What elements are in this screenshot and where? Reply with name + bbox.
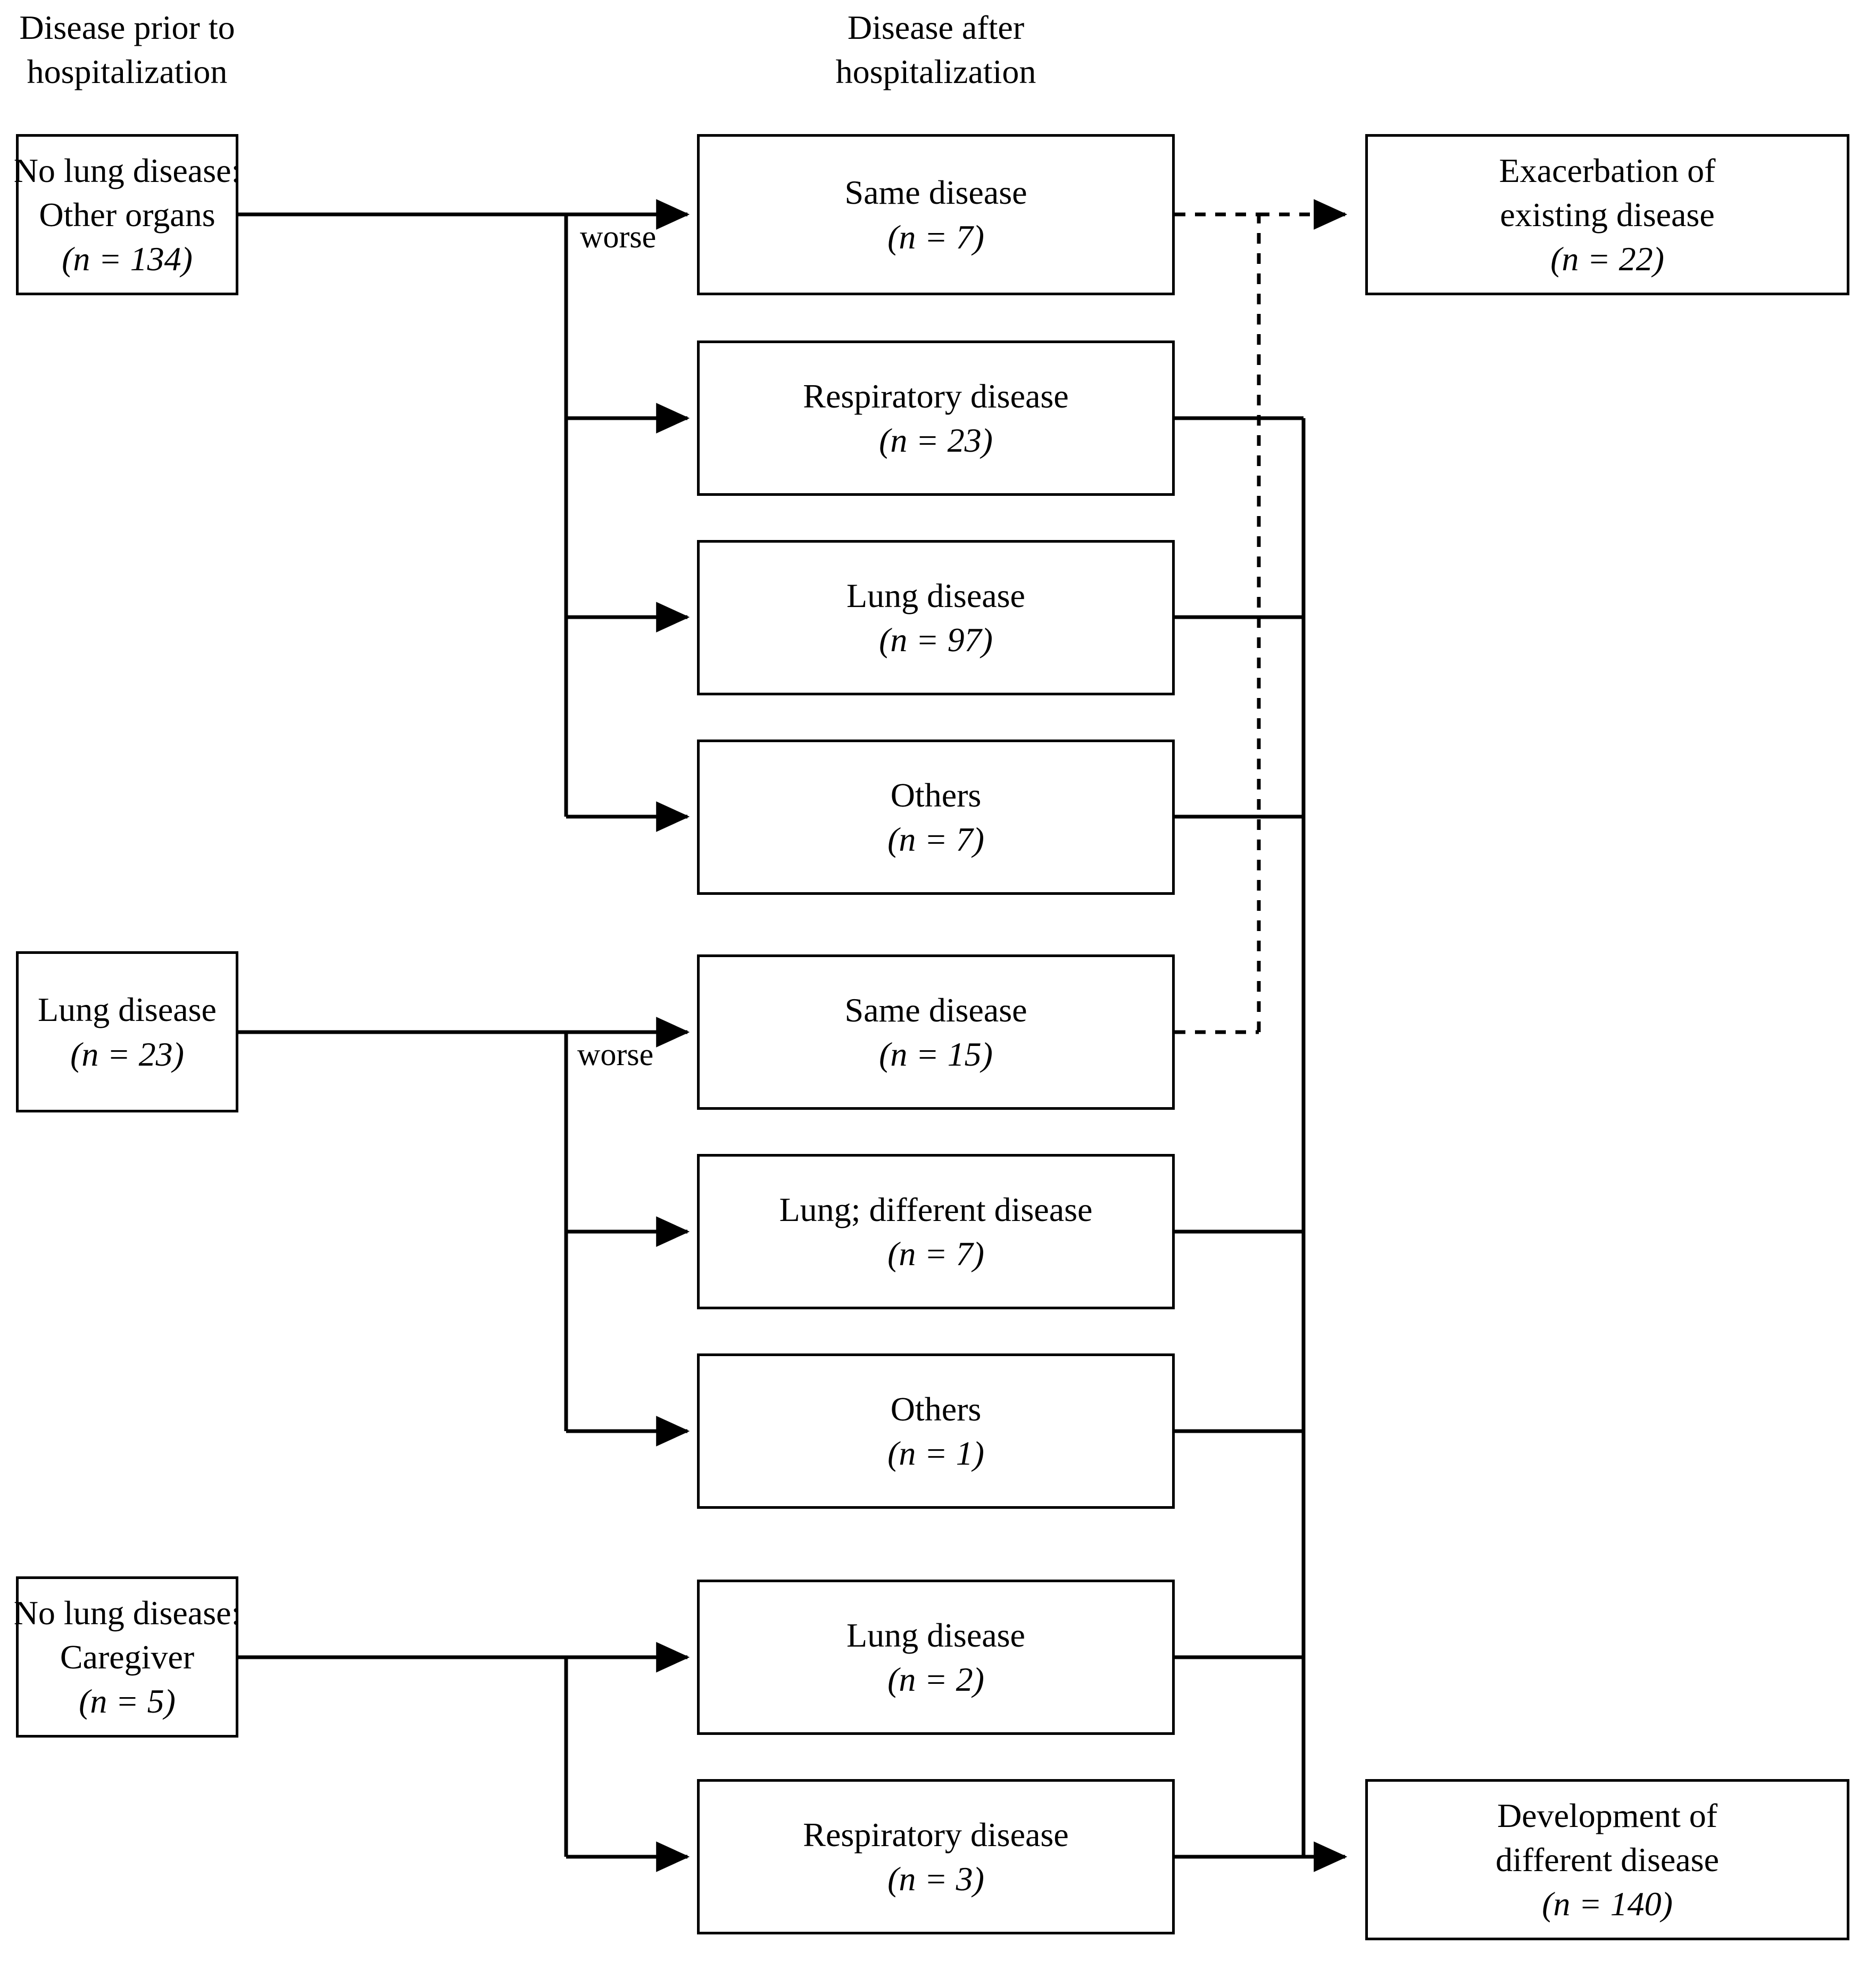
node-line-1: Others	[890, 776, 982, 814]
node-line-2: existing disease	[1500, 195, 1715, 234]
node-line-1: Lung; different disease	[779, 1190, 1093, 1228]
node-prior-other-organs[interactable]: No lung disease: Other organs (n = 134)	[13, 134, 241, 295]
edge-label-worse-mid: worse	[577, 1037, 654, 1072]
node-line-2: Other organs	[39, 195, 215, 234]
column-header-prior: Disease prior to hospitalization	[19, 9, 235, 91]
node-prior-lung-disease[interactable]: Lung disease (n = 23)	[16, 951, 238, 1112]
node-line-2: (n = 7)	[887, 1235, 984, 1273]
node-after-respiratory-disease-23[interactable]: Respiratory disease (n = 23)	[697, 340, 1175, 496]
node-after-lung-different-disease-7[interactable]: Lung; different disease (n = 7)	[697, 1154, 1175, 1309]
node-outcome-exacerbation[interactable]: Exacerbation of existing disease (n = 22…	[1365, 134, 1849, 295]
node-after-lung-disease-97[interactable]: Lung disease (n = 97)	[697, 540, 1175, 695]
node-after-same-disease-15[interactable]: Same disease (n = 15)	[697, 954, 1175, 1110]
node-line-1: No lung disease:	[13, 151, 241, 189]
node-line-1: Same disease	[844, 991, 1027, 1029]
node-line-1: Others	[890, 1390, 982, 1428]
node-line-2: (n = 1)	[887, 1434, 984, 1472]
node-after-others-1[interactable]: Others (n = 1)	[697, 1353, 1175, 1509]
node-line-3: (n = 140)	[1542, 1885, 1673, 1923]
node-line-2: (n = 23)	[70, 1035, 184, 1073]
node-line-1: Lung disease	[38, 991, 217, 1029]
node-line-2: (n = 3)	[887, 1860, 984, 1898]
node-line-1: Development of	[1497, 1796, 1718, 1834]
node-line-2: (n = 2)	[887, 1660, 984, 1698]
node-line-2: (n = 97)	[879, 621, 993, 659]
node-after-same-disease-7[interactable]: Same disease (n = 7)	[697, 134, 1175, 295]
node-line-1: Lung disease	[846, 1616, 1025, 1654]
node-after-lung-disease-2[interactable]: Lung disease (n = 2)	[697, 1580, 1175, 1735]
node-line-2: (n = 23)	[879, 421, 993, 459]
node-line-2: different disease	[1496, 1840, 1719, 1879]
node-after-respiratory-disease-3[interactable]: Respiratory disease (n = 3)	[697, 1779, 1175, 1934]
node-line-2: Caregiver	[60, 1638, 195, 1676]
edge-label-worse-top: worse	[580, 219, 657, 254]
node-line-1: No lung disease:	[13, 1593, 241, 1632]
node-line-2: (n = 7)	[887, 820, 984, 858]
node-prior-caregiver[interactable]: No lung disease: Caregiver (n = 5)	[13, 1576, 241, 1738]
node-line-1: Respiratory disease	[803, 377, 1069, 415]
node-after-others-7[interactable]: Others (n = 7)	[697, 740, 1175, 895]
node-line-3: (n = 134)	[62, 240, 193, 278]
node-line-1: Lung disease	[846, 576, 1025, 614]
node-line-1: Exacerbation of	[1499, 151, 1716, 189]
node-line-2: (n = 15)	[879, 1035, 993, 1073]
node-line-2: (n = 7)	[887, 218, 984, 256]
node-outcome-development[interactable]: Development of different disease (n = 14…	[1365, 1779, 1849, 1940]
node-line-1: Respiratory disease	[803, 1815, 1069, 1854]
node-line-1: Same disease	[844, 173, 1027, 212]
node-line-3: (n = 5)	[79, 1682, 176, 1721]
column-header-after: Disease after hospitalization	[835, 9, 1036, 91]
node-line-3: (n = 22)	[1550, 240, 1664, 278]
